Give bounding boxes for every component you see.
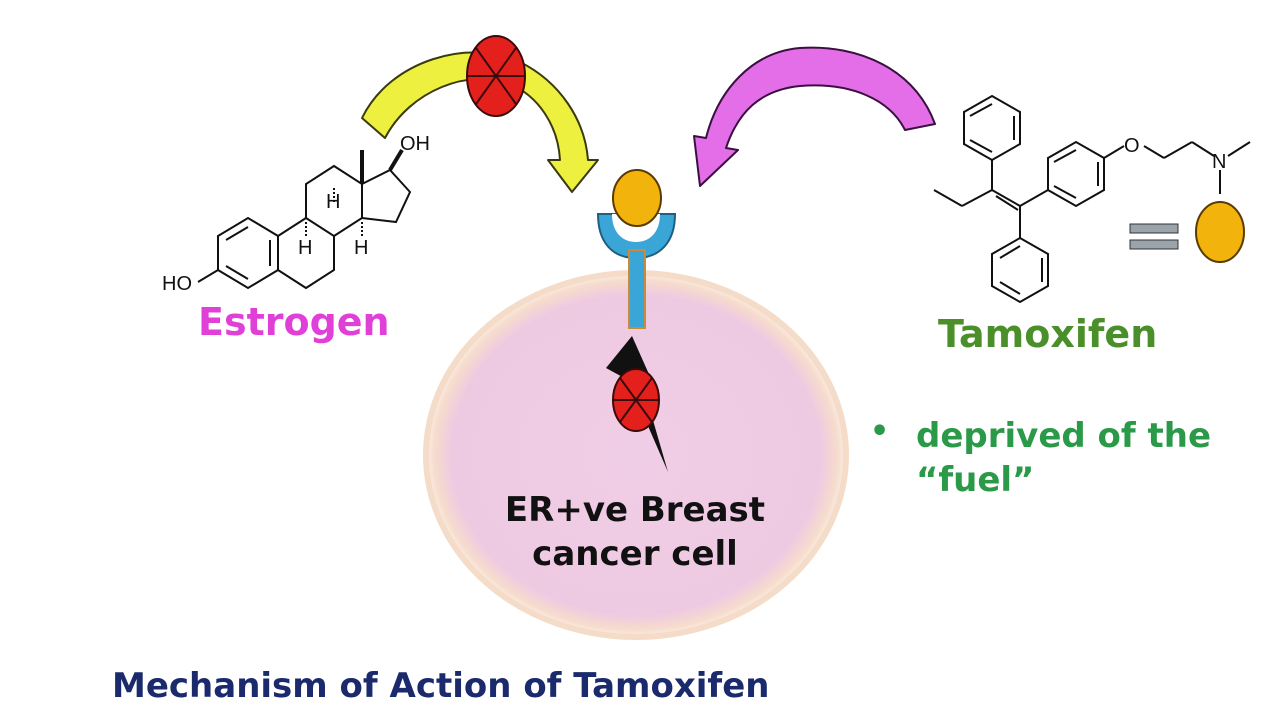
estrogen-ho-label: HO bbox=[162, 273, 192, 295]
equivalence-sign-icon bbox=[1129, 223, 1179, 250]
estrogen-arrow bbox=[361, 51, 599, 193]
estrogen-structure bbox=[197, 148, 412, 290]
estrogen-h-label-3: H bbox=[354, 237, 368, 259]
tamoxifen-label: Tamoxifen bbox=[938, 312, 1158, 356]
estrogen-oh-label: OH bbox=[400, 133, 430, 155]
bullet-line1: deprived of the bbox=[916, 416, 1212, 456]
estrogen-label: Estrogen bbox=[198, 300, 390, 344]
estrogen-h-label-2: H bbox=[326, 191, 340, 213]
bullet-icon: • bbox=[870, 414, 890, 449]
tamoxifen-arrow bbox=[693, 46, 936, 187]
blocked-signal-icon bbox=[612, 368, 660, 432]
tamoxifen-n-label: N bbox=[1212, 151, 1226, 173]
estrogen-h-label-1: H bbox=[298, 237, 312, 259]
page-title: Mechanism of Action of Tamoxifen bbox=[112, 666, 770, 706]
cell-label-line2: cancer cell bbox=[532, 534, 738, 574]
bullet-line2: “fuel” bbox=[916, 460, 1035, 500]
bullet-text: deprived of the “fuel” bbox=[916, 414, 1211, 502]
bound-ligand bbox=[612, 169, 662, 227]
cell-label-line1: ER+ve Breast bbox=[504, 490, 766, 530]
tamoxifen-o-label: O bbox=[1124, 135, 1140, 157]
signal-bolt bbox=[606, 336, 668, 472]
ligand-circle-icon bbox=[1195, 201, 1245, 263]
blocked-x-icon bbox=[466, 35, 526, 117]
tamoxifen-structure bbox=[933, 94, 1251, 304]
cell-label: ER+ve Breast cancer cell bbox=[470, 488, 800, 576]
